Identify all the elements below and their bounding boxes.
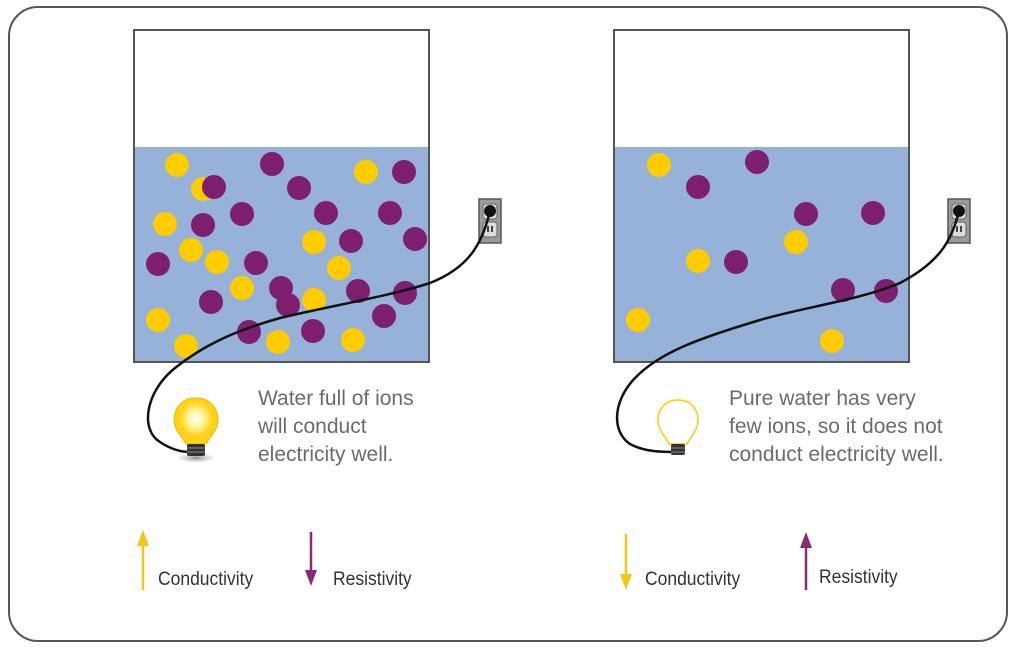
up-arrow-icon <box>800 532 812 590</box>
yellow-ion <box>341 328 365 352</box>
power-cord <box>615 210 961 454</box>
purple-ion <box>372 304 396 328</box>
yellow-ion <box>153 212 177 236</box>
purple-ion <box>831 278 855 302</box>
purple-ion <box>392 160 416 184</box>
yellow-ion <box>165 153 189 177</box>
yellow-ion <box>174 334 198 358</box>
purple-ion <box>260 152 284 176</box>
purple-ion <box>191 213 215 237</box>
yellow-ion <box>205 250 229 274</box>
left-caption: Water full of ions will conduct electric… <box>258 387 414 466</box>
yellow-ion <box>302 230 326 254</box>
purple-ion <box>276 293 300 317</box>
down-arrow-icon <box>620 534 632 590</box>
purple-ion <box>403 227 427 251</box>
yellow-ion <box>230 276 254 300</box>
left-beaker <box>133 29 430 363</box>
purple-ion <box>378 201 402 225</box>
yellow-ion <box>626 308 650 332</box>
purple-ion <box>287 176 311 200</box>
purple-ion <box>794 202 818 226</box>
purple-ion <box>724 250 748 274</box>
yellow-ion <box>302 288 326 312</box>
purple-ion <box>339 229 363 253</box>
purple-ion <box>686 175 710 199</box>
purple-ion <box>202 175 226 199</box>
yellow-ion <box>820 329 844 353</box>
purple-ion <box>314 201 338 225</box>
unlit-bulb-icon <box>657 399 699 455</box>
lit-bulb-icon <box>173 397 219 463</box>
purple-ion <box>861 201 885 225</box>
up-arrow-icon <box>137 530 149 590</box>
yellow-ion <box>266 330 290 354</box>
purple-ion <box>745 150 769 174</box>
resistivity-label: Resistivity <box>333 569 412 590</box>
left-beaker-water <box>135 147 428 361</box>
right-ions <box>626 150 898 353</box>
conductivity-label: Conductivity <box>158 569 254 590</box>
yellow-ion <box>647 153 671 177</box>
purple-ion <box>199 290 223 314</box>
purple-ion <box>244 251 268 275</box>
yellow-ion <box>784 230 808 254</box>
purple-ion <box>301 319 325 343</box>
right-beaker <box>613 29 910 363</box>
purple-ion <box>230 202 254 226</box>
yellow-ion <box>354 160 378 184</box>
purple-ion <box>393 281 417 305</box>
purple-ion <box>346 279 370 303</box>
down-arrow-icon <box>305 532 317 586</box>
right-beaker-water <box>615 147 908 361</box>
purple-ion <box>146 252 170 276</box>
yellow-ion <box>146 308 170 332</box>
yellow-ion <box>327 256 351 280</box>
right-caption: Pure water has very few ions, so it does… <box>729 387 944 466</box>
conductivity-label: Conductivity <box>645 569 741 590</box>
left-ions <box>146 152 427 358</box>
power-cord <box>146 210 492 454</box>
yellow-ion <box>686 249 710 273</box>
yellow-ion <box>179 238 203 262</box>
resistivity-label: Resistivity <box>819 567 898 588</box>
